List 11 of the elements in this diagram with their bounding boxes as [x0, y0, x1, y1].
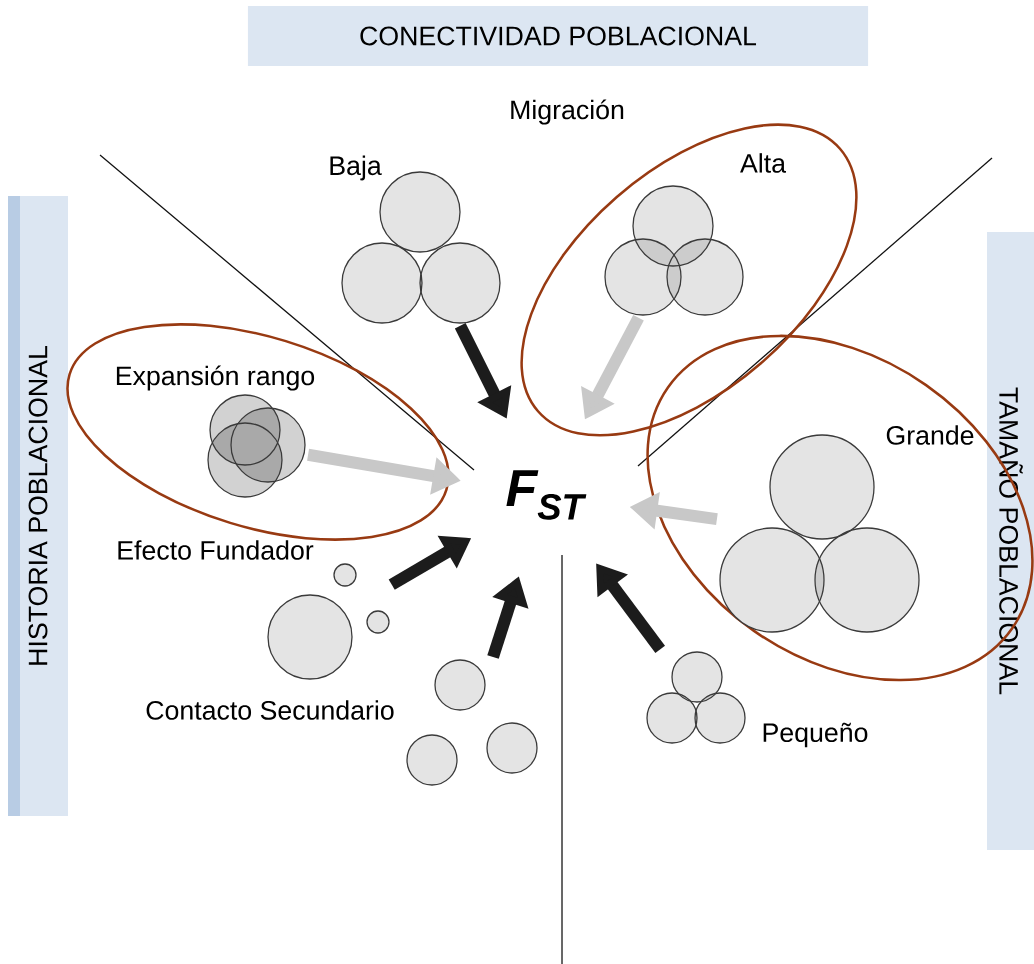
title-band: HISTORIA POBLACIONAL [8, 195, 68, 817]
title-band: TAMAÑO POBLACIONAL [987, 231, 1034, 851]
population-circles-drawing [207, 394, 306, 498]
population-circles-drawing [604, 185, 744, 316]
group-label: Baja [330, 155, 382, 181]
group-label: Contacto Secundario [146, 700, 394, 720]
group-label: Efecto Fundador [118, 540, 314, 560]
fst-symbol: F$_{ST}$ [506, 470, 587, 520]
group-label: Pequeño [763, 722, 868, 748]
axis-label: Migración [511, 99, 624, 125]
title-band: CONECTIVIDAD POBLACIONAL [247, 6, 869, 66]
